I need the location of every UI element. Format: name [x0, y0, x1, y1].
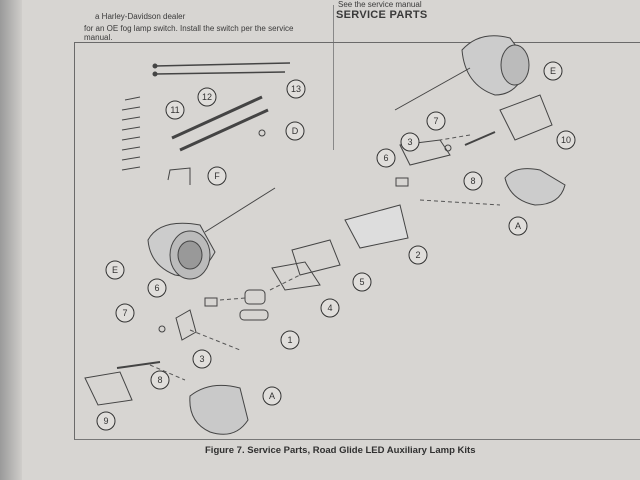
- clips-group: [121, 96, 141, 171]
- callout-label: 10: [561, 135, 571, 145]
- callout-label: A: [269, 391, 275, 401]
- lamp-wire-right: [394, 67, 471, 111]
- callout-A: A: [508, 216, 528, 236]
- callout-13: 13: [286, 79, 306, 99]
- callout-3: 3: [192, 349, 212, 369]
- callout-label: 12: [202, 92, 212, 102]
- lamp-cover-a-right: [504, 168, 566, 206]
- callout-E: E: [543, 61, 563, 81]
- callout-label: 11: [170, 105, 179, 115]
- bolt-8-left: [116, 361, 161, 369]
- bracket-10: [499, 94, 553, 141]
- callout-7: 7: [115, 303, 135, 323]
- callout-label: 3: [199, 354, 204, 364]
- callout-E: E: [105, 260, 125, 280]
- callout-6: 6: [376, 148, 396, 168]
- callout-10: 10: [556, 130, 576, 150]
- bolt-8-right: [464, 131, 496, 146]
- clip-f: [167, 167, 191, 185]
- nut-d: [258, 129, 266, 137]
- callout-label: 6: [383, 153, 388, 163]
- callout-label: 7: [122, 308, 127, 318]
- bolt-6-right: [395, 177, 409, 187]
- cable-tie-1: [171, 95, 263, 140]
- page-shadow: [0, 0, 22, 480]
- mount-2: [344, 204, 409, 249]
- callout-label: 9: [103, 416, 108, 426]
- washer-7-right: [444, 144, 452, 152]
- instruction-line-2: a Harley-Davidson dealer: [95, 12, 186, 21]
- bracket-9: [84, 371, 133, 406]
- callout-7: 7: [426, 111, 446, 131]
- washer-7-left: [158, 325, 166, 333]
- callout-label: 3: [407, 137, 412, 147]
- mount-3-right: [399, 139, 451, 166]
- callout-6: 6: [147, 278, 167, 298]
- section-heading: SERVICE PARTS: [336, 9, 428, 21]
- callout-label: 2: [415, 250, 420, 260]
- callout-label: 7: [433, 116, 438, 126]
- callout-12: 12: [197, 87, 217, 107]
- callout-label: E: [550, 66, 556, 76]
- callout-2: 2: [408, 245, 428, 265]
- instruction-line-3: for an OE fog lamp switch. Install the s…: [84, 24, 294, 33]
- callout-8: 8: [463, 171, 483, 191]
- plate-5: [291, 239, 341, 276]
- callout-label: 1: [287, 335, 292, 345]
- bracket-1: [244, 289, 266, 305]
- callout-label: 5: [359, 277, 364, 287]
- figure-frame: [74, 42, 640, 440]
- column-divider: [333, 5, 334, 150]
- bracket-1b: [239, 309, 269, 321]
- bolt-6-left: [204, 297, 218, 307]
- callout-label: 8: [470, 176, 475, 186]
- callout-9: 9: [96, 411, 116, 431]
- callout-label: A: [515, 221, 521, 231]
- callout-1: 1: [280, 330, 300, 350]
- lamp-wire-left: [204, 187, 276, 233]
- mount-3-left: [175, 309, 197, 341]
- callout-label: E: [112, 265, 118, 275]
- cable-tie-2: [179, 108, 269, 152]
- callout-4: 4: [320, 298, 340, 318]
- instruction-line-4: manual.: [84, 33, 113, 42]
- wire-harness-upper: [154, 62, 291, 67]
- callout-label: 4: [327, 303, 332, 313]
- lamp-cover-a-left: [189, 384, 249, 435]
- plate-4: [271, 261, 321, 291]
- callout-F: F: [207, 166, 227, 186]
- callout-label: D: [292, 126, 299, 136]
- callout-label: F: [214, 171, 220, 181]
- figure-caption: Figure 7. Service Parts, Road Glide LED …: [205, 445, 476, 456]
- callout-3: 3: [400, 132, 420, 152]
- callout-5: 5: [352, 272, 372, 292]
- callout-A: A: [262, 386, 282, 406]
- callout-11: 11: [165, 100, 185, 120]
- callout-8: 8: [150, 370, 170, 390]
- callout-label: 6: [154, 283, 159, 293]
- callout-label: 8: [157, 375, 162, 385]
- callout-label: 13: [291, 84, 301, 94]
- wire-harness-lower: [154, 71, 286, 75]
- instruction-right-line: See the service manual: [338, 0, 422, 9]
- callout-D: D: [285, 121, 305, 141]
